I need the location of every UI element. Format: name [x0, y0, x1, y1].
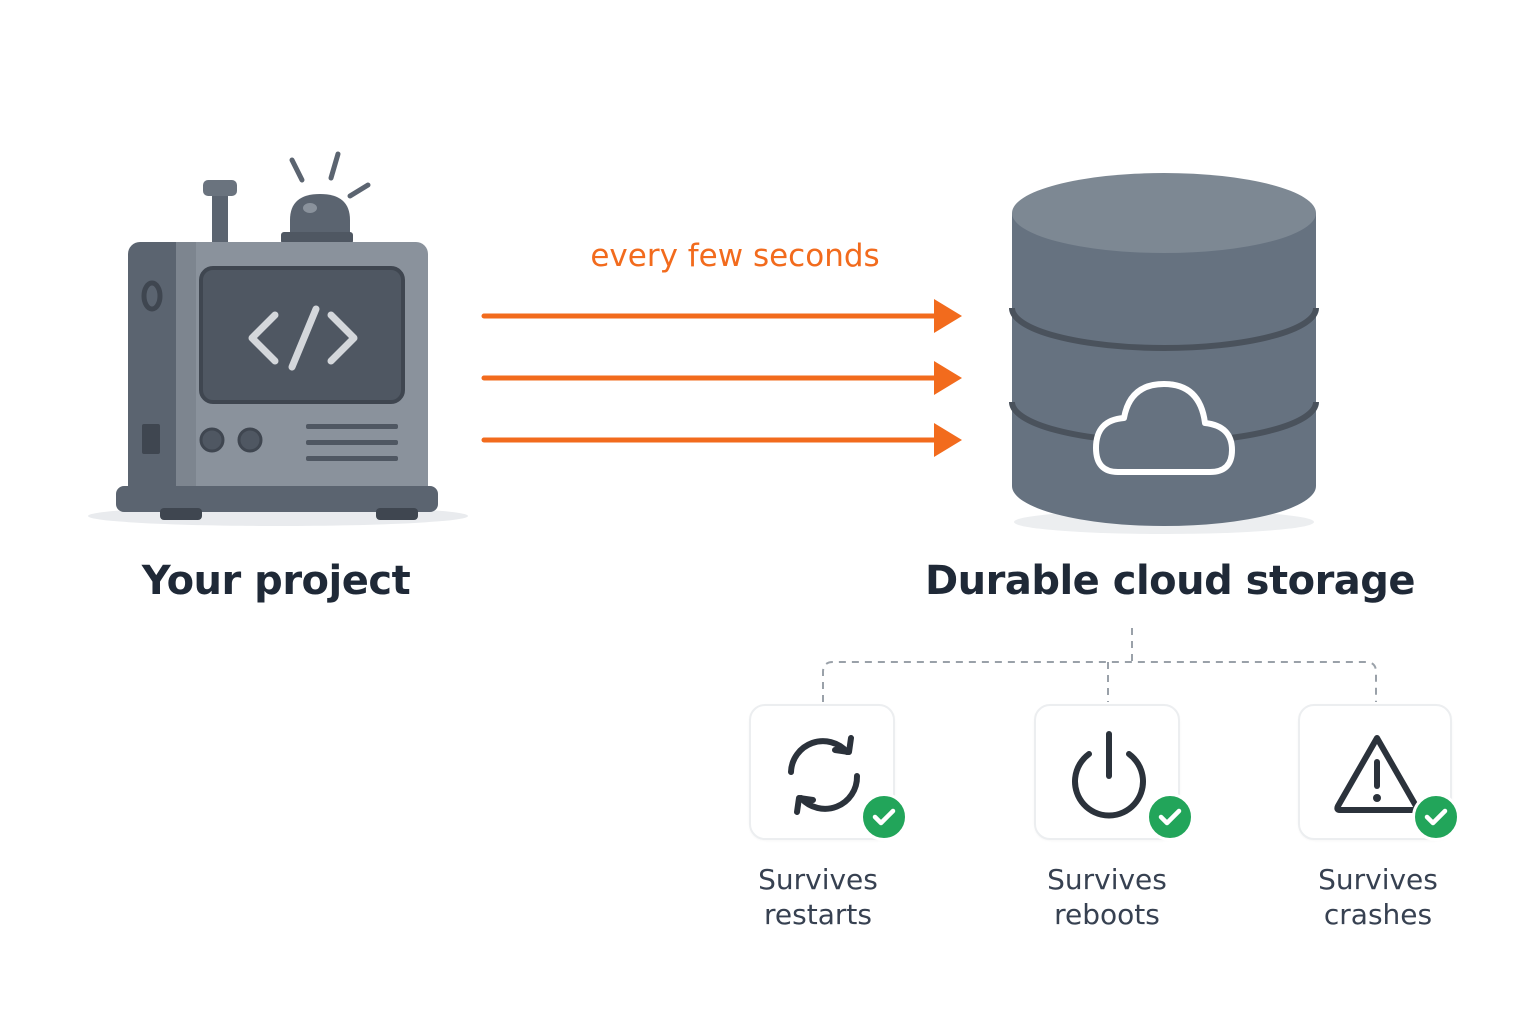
project-device-icon	[88, 151, 468, 526]
feature-line1: Survives	[758, 863, 878, 896]
check-icon	[1424, 808, 1448, 826]
arrow-group	[481, 299, 962, 457]
feature-line1: Survives	[1047, 863, 1167, 896]
storage-label: Durable cloud storage	[924, 558, 1416, 604]
refresh-icon	[788, 735, 861, 815]
check-icon	[872, 808, 896, 826]
feature-text-restarts: Survives restarts	[708, 862, 928, 932]
arrowhead	[934, 423, 962, 457]
check-badge-restarts	[860, 793, 908, 841]
feature-text-crashes: Survives crashes	[1268, 862, 1488, 932]
edge-label: every few seconds	[590, 238, 880, 274]
check-badge-crashes	[1412, 793, 1460, 841]
feature-line2: crashes	[1323, 898, 1433, 931]
power-icon	[1072, 731, 1146, 819]
project-label: Your project	[141, 558, 411, 604]
feature-line2: reboots	[1054, 898, 1160, 931]
cloud-icon	[1093, 381, 1235, 475]
database-icon	[1009, 173, 1319, 534]
feature-text-reboots: Survives reboots	[997, 862, 1217, 932]
check-icon	[1158, 808, 1182, 826]
arrowhead	[934, 299, 962, 333]
feature-connectors	[822, 628, 1377, 702]
feature-line1: Survives	[1318, 863, 1438, 896]
arrowhead	[934, 361, 962, 395]
feature-line2: restarts	[764, 898, 872, 931]
check-badge-reboots	[1146, 793, 1194, 841]
